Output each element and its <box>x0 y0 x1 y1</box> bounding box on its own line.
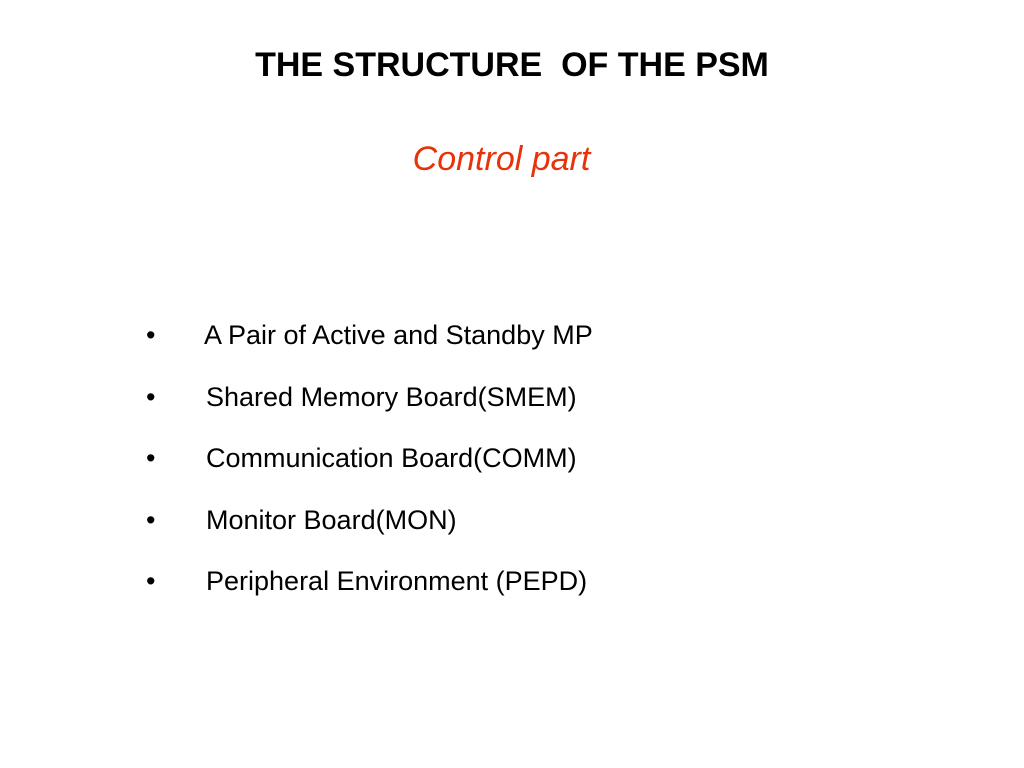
list-item-text: Monitor Board(MON) <box>206 504 457 535</box>
bullet-icon: • <box>146 443 156 473</box>
bullet-icon: • <box>146 381 156 412</box>
list-item-text: Peripheral Environment (PEPD) <box>206 566 588 596</box>
bullet-icon: • <box>146 504 156 535</box>
bullet-icon: • <box>146 320 156 350</box>
slide-title: THE STRUCTURE OF THE PSM <box>255 46 769 84</box>
list-item-text: A Pair of Active and Standby MP <box>204 320 593 350</box>
bullet-icon: • <box>146 566 156 596</box>
slide-subtitle: Control part <box>412 140 591 178</box>
list-item-text: Shared Memory Board(SMEM) <box>206 381 577 412</box>
list-item-text: Communication Board(COMM) <box>206 443 577 473</box>
